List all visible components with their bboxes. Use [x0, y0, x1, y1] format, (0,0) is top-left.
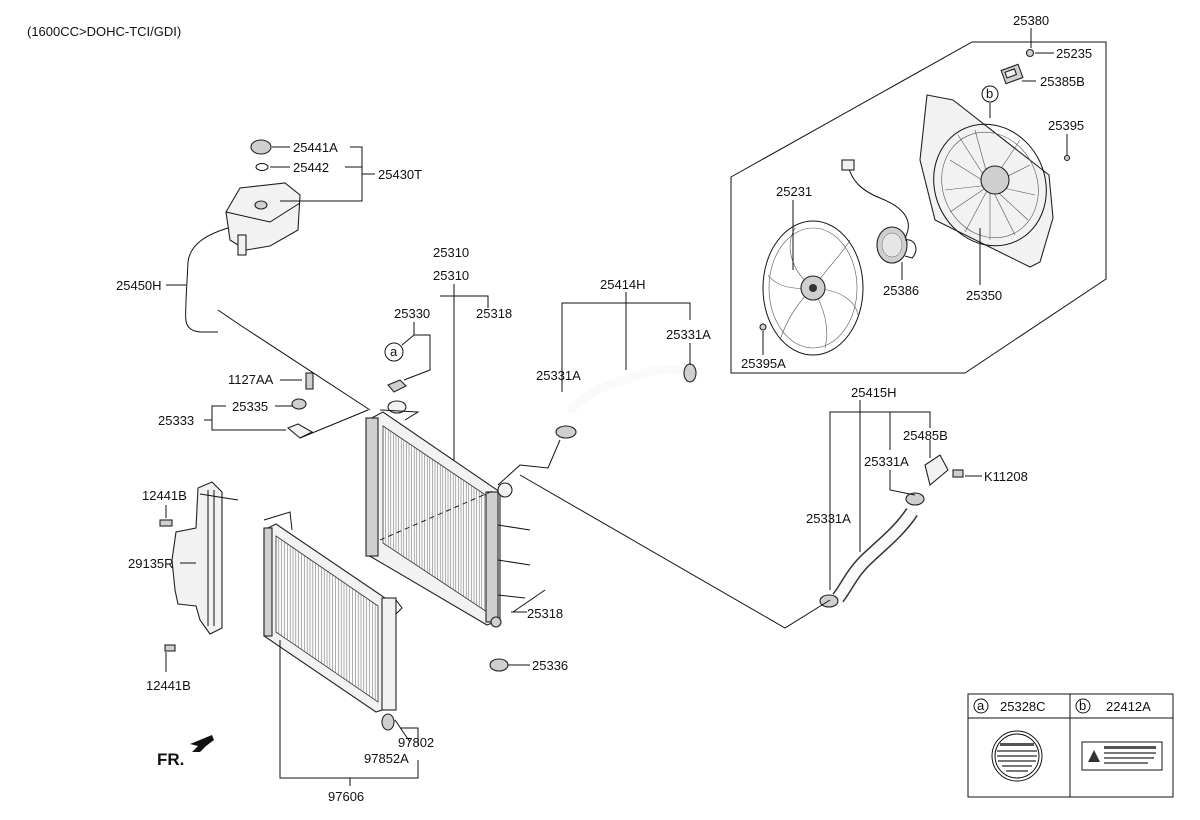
screw-25235 [1025, 48, 1035, 58]
label-25333: 25333 [158, 413, 194, 428]
lower-insulator [489, 658, 509, 672]
label-25330: 25330 [394, 306, 430, 321]
reservoir-leader-lines [166, 146, 375, 286]
label-25415H: 25415H [851, 385, 897, 400]
fan-shroud [919, 94, 1054, 268]
cap-gasket [255, 163, 269, 171]
fan-warning-sticker [1081, 741, 1163, 771]
label-25331A-2: 25331A [536, 368, 581, 383]
wiring-harness [841, 159, 909, 239]
label-1127AA: 1127AA [228, 372, 274, 387]
legend-a-letter: a [977, 698, 985, 713]
label-25331A-3: 25331A [864, 454, 909, 469]
callout-a: a [390, 344, 398, 359]
label-25235: 25235 [1056, 46, 1092, 61]
fan-assembly-outline [730, 41, 1107, 374]
label-25318-top: 25318 [476, 306, 512, 321]
air-guard [159, 481, 239, 652]
label-29135R: 29135R [128, 556, 174, 571]
label-25485B: 25485B [903, 428, 948, 443]
fan-blade [762, 220, 864, 356]
label-97852A: 97852A [364, 751, 409, 766]
upper-hose [555, 363, 697, 439]
radiator-mount [379, 379, 420, 421]
label-25414H: 25414H [600, 277, 646, 292]
label-25430T: 25430T [378, 167, 422, 182]
condenser-leader-lines [279, 640, 419, 786]
legend-b-part: 22412A [1106, 699, 1151, 714]
legend-a-part: 25328C [1000, 699, 1046, 714]
label-25310-top: 25310 [433, 245, 469, 260]
reservoir-cap [250, 139, 272, 155]
screw-25395A [759, 323, 767, 331]
label-25442: 25442 [293, 160, 329, 175]
callout-a-circle [384, 342, 404, 362]
label-25385B: 25385B [1040, 74, 1085, 89]
label-12441B-bottom: 12441B [146, 678, 191, 693]
resistor-connector [1000, 63, 1024, 85]
label-25310: 25310 [433, 268, 469, 283]
callout-b: b [986, 86, 993, 101]
engine-note: (1600CC>DOHC-TCI/GDI) [27, 24, 181, 39]
reservoir-group [185, 139, 301, 333]
label-25450H: 25450H [116, 278, 162, 293]
fr-label: FR. [157, 750, 184, 769]
label-25395A: 25395A [741, 356, 786, 371]
legend-b-circle [1075, 698, 1091, 714]
fan-leader-lines [762, 28, 1068, 355]
fr-arrow-icon [190, 735, 214, 752]
lower-hose-leader-lines [829, 400, 982, 590]
label-12441B-top: 12441B [142, 488, 187, 503]
label-25441A: 25441A [293, 140, 338, 155]
label-25331A-1: 25331A [666, 327, 711, 342]
radiator [365, 411, 531, 628]
legend-a-circle [973, 698, 989, 714]
label-25386: 25386 [883, 283, 919, 298]
label-25318-bottom: 25318 [527, 606, 563, 621]
label-25395: 25395 [1048, 118, 1084, 133]
condenser [263, 511, 403, 731]
radiator-leader-lines [204, 284, 546, 666]
label-K11208: K11208 [984, 469, 1028, 484]
label-25380: 25380 [1013, 13, 1049, 28]
air-guard-leader-lines [165, 505, 196, 672]
fan-assembly-group [730, 41, 1107, 374]
lower-hose [819, 454, 964, 608]
legend-b-letter: b [1079, 698, 1086, 713]
label-97606: 97606 [328, 789, 364, 804]
label-97802: 97802 [398, 735, 434, 750]
legend-table: a 25328C b 22412A [967, 693, 1174, 798]
label-25331A-4: 25331A [806, 511, 851, 526]
upper-hose-leader-lines [561, 292, 691, 392]
screw-25395 [1063, 154, 1071, 162]
reservoir-tank [225, 182, 301, 251]
fan-motor [876, 226, 917, 264]
label-25335: 25335 [232, 399, 268, 414]
label-25231: 25231 [776, 184, 812, 199]
front-direction-indicator: FR. [157, 735, 214, 769]
callout-b-circle [981, 85, 999, 103]
reservoir-hose [185, 227, 229, 333]
cap-warning-sticker [991, 730, 1043, 782]
label-25350: 25350 [966, 288, 1002, 303]
label-25336: 25336 [532, 658, 568, 673]
connector-lines [217, 309, 831, 629]
bracket-25333 [286, 372, 314, 439]
